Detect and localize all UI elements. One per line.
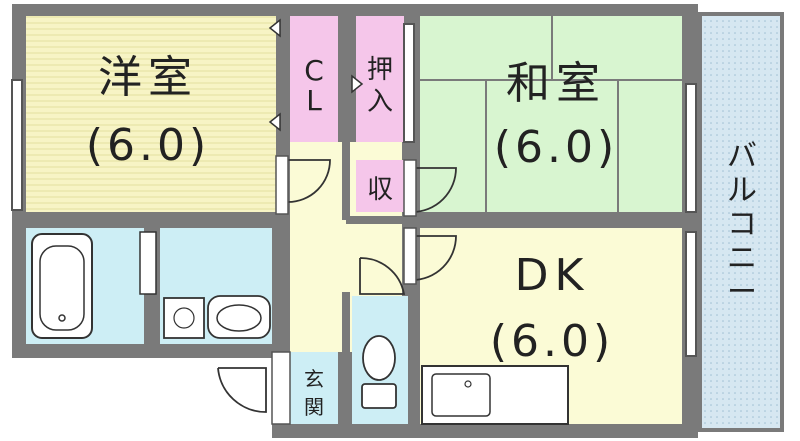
balcony <box>698 12 784 432</box>
entrance-label-1: 玄 <box>304 367 324 391</box>
balcony-char: ー <box>727 275 757 310</box>
closet-label-2: L <box>306 84 322 117</box>
washing-machine-icon <box>163 297 205 339</box>
balcony-char: コ <box>727 207 757 242</box>
doors <box>217 159 457 413</box>
japanese-room-name: 和室 <box>506 58 606 109</box>
windows <box>11 23 697 357</box>
wash-basin-icon <box>207 295 271 339</box>
oshiire-label-1: 押 <box>367 55 393 85</box>
toilet-icon <box>361 335 397 409</box>
kitchen-sink-icon <box>421 365 569 425</box>
closet-label-1: C <box>304 54 324 87</box>
closet-markers <box>268 18 364 132</box>
dining-kitchen-size: (6.0) <box>490 316 614 367</box>
cabinet-icon <box>139 231 157 295</box>
western-room-size: (6.0) <box>86 120 210 171</box>
oshiire <box>356 16 404 142</box>
door-frames <box>271 155 417 425</box>
japanese-room-size: (6.0) <box>494 122 618 173</box>
balcony-char: バ <box>727 139 757 174</box>
storage <box>356 160 404 212</box>
balcony-char: ル <box>727 173 757 208</box>
balcony-label: バ ル コ ニ ー <box>727 139 757 310</box>
tatami-lines <box>420 16 682 212</box>
bathtub-icon <box>31 233 93 339</box>
western-room <box>26 16 276 212</box>
entrance <box>290 352 338 424</box>
oshiire-label-2: 入 <box>367 87 393 117</box>
balcony-char: ニ <box>727 241 757 276</box>
western-room-name: 洋室 <box>98 52 198 103</box>
entrance-label-2: 関 <box>304 395 324 419</box>
storage-label: 収 <box>367 175 393 205</box>
closet <box>290 16 338 142</box>
dining-kitchen-name: DK <box>515 250 590 301</box>
